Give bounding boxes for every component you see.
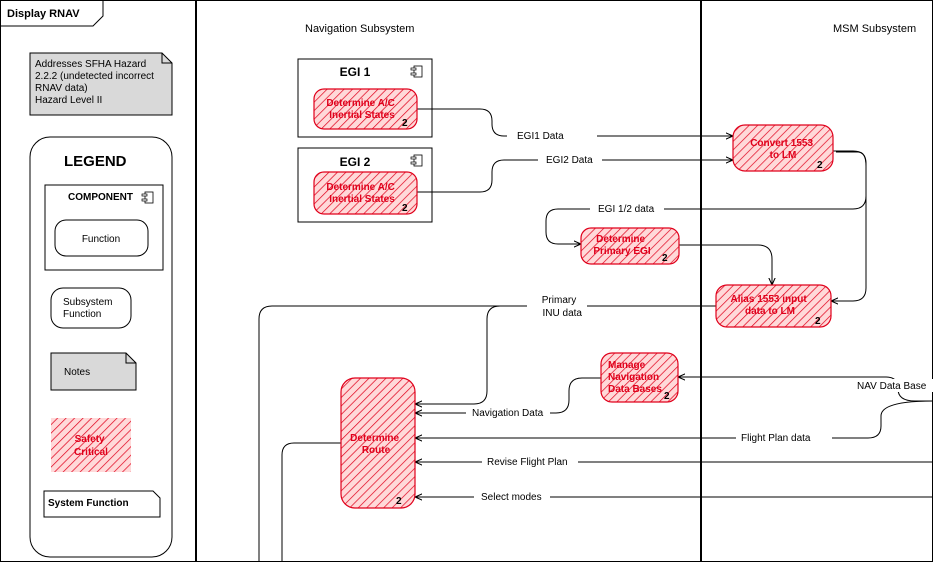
function-label: Determine A/C — [326, 182, 395, 193]
legend-safety-label: Critical — [74, 447, 108, 458]
svg-text:Determine A/C Inertial S: Determine A/C Inertial States — [326, 98, 397, 121]
legend-subsystem-label: Subsystem — [63, 297, 112, 308]
function-label: Data Bases — [608, 384, 662, 395]
legend-function-label: Function — [82, 234, 120, 245]
svg-text:Subsystem Function: Subsystem Function — [63, 297, 115, 320]
flow-primary-inu — [415, 305, 716, 404]
function-label: Alias 1553 input — [731, 294, 808, 305]
hazard-note: Addresses SFHA Hazard 2.2.2 (undetected … — [29, 52, 173, 116]
connector-labels: EGI1 Data EGI2 Data EGI 1/2 data Primary… — [466, 129, 933, 503]
function-alias-1553[interactable]: Alias 1553 input data to LM 2 — [715, 284, 832, 328]
svg-text:Determine A/C Inertial S: Determine A/C Inertial States — [326, 182, 397, 205]
function-determine-route[interactable]: Determine Route 2 — [340, 377, 416, 509]
legend: LEGEND COMPONENT Function Subsystem Func… — [29, 136, 173, 558]
legend-notes-label: Notes — [64, 367, 90, 378]
diagram-title-tab — [0, 0, 104, 27]
connectors — [258, 108, 933, 562]
function-label: Navigation — [608, 372, 659, 383]
svg-text:Convert 1553 to LM: Convert 1553 to LM — [750, 138, 816, 161]
flow-flight-plan — [415, 400, 933, 438]
flow-label-nav-data-base: NAV Data Base — [857, 381, 927, 392]
function-badge: 2 — [662, 253, 668, 264]
hazard-note-line: Hazard Level II — [35, 95, 102, 106]
svg-text:Alias 1553 input data to: Alias 1553 input data to LM — [731, 294, 810, 317]
function-badge: 2 — [396, 496, 402, 507]
hazard-note-line: RNAV data) — [35, 83, 88, 94]
function-label: Convert 1553 — [750, 138, 813, 149]
function-label: Route — [362, 445, 391, 456]
legend-function — [54, 219, 149, 257]
function-label: Determine — [596, 234, 645, 245]
flow-label-primary-inu: INU data — [543, 308, 583, 319]
function-label: to LM — [770, 150, 797, 161]
function-badge: 2 — [402, 118, 408, 129]
component-icon — [141, 191, 154, 204]
component-icon — [410, 65, 423, 78]
legend-subsystem-function — [50, 287, 132, 329]
flow-egi1-data — [417, 108, 733, 136]
function-badge: 2 — [817, 160, 823, 171]
svg-text:Safety Critical: Safety Critical — [74, 434, 108, 458]
function-label: data to LM — [745, 306, 795, 317]
flow-alias-down — [258, 305, 716, 562]
function-label: Primary EGI — [593, 246, 650, 257]
function-label: Inertial States — [329, 110, 395, 121]
function-egi2-inertial-states[interactable]: Determine A/C Inertial States 2 — [313, 171, 418, 215]
flow-label-egi2: EGI2 Data — [546, 155, 593, 166]
svg-text:Determine Primary EGI: Determine Primary EGI — [593, 234, 650, 257]
component-egi2-label: EGI 2 — [340, 155, 371, 169]
flow-label-navigation-data: Navigation Data — [472, 408, 544, 419]
hazard-note-line: 2.2.2 (undetected incorrect — [35, 71, 154, 82]
svg-text:Determine Route: Determine Route — [350, 433, 402, 456]
svg-text:Primary INU data: Primary INU data — [542, 295, 583, 319]
svg-text:Manage Navigation: Manage Navigation Data Bases — [608, 360, 662, 395]
hazard-note-line: Addresses SFHA Hazard — [35, 59, 146, 70]
legend-component-label: COMPONENT — [68, 192, 133, 203]
flow-label-revise: Revise Flight Plan — [487, 457, 568, 468]
lane-title-navigation: Navigation Subsystem — [305, 23, 414, 35]
svg-text:Addresses SFHA Hazard 2.: Addresses SFHA Hazard 2.2.2 (undetected … — [35, 59, 157, 106]
function-badge: 2 — [664, 391, 670, 402]
lane-title-msm: MSM Subsystem — [833, 23, 916, 35]
function-convert-1553[interactable]: Convert 1553 to LM 2 — [732, 124, 834, 172]
flow-egi2-data — [417, 160, 733, 193]
function-label: Manage — [608, 360, 646, 371]
flow-label-primary-inu: Primary — [542, 295, 576, 306]
flow-primary-egi-to-alias — [679, 244, 772, 285]
function-egi1-inertial-states[interactable]: Determine A/C Inertial States 2 — [313, 88, 418, 130]
function-label: Inertial States — [329, 194, 395, 205]
function-badge: 2 — [815, 316, 821, 327]
flow-label-egi1: EGI1 Data — [517, 131, 564, 142]
flow-route-down — [281, 442, 341, 562]
function-determine-primary-egi[interactable]: Determine Primary EGI 2 — [580, 227, 680, 265]
function-manage-nav-databases[interactable]: Manage Navigation Data Bases 2 — [600, 352, 679, 403]
legend-subsystem-label: Function — [63, 309, 101, 320]
function-label: Determine A/C — [326, 98, 395, 109]
flow-label-select-modes: Select modes — [481, 492, 542, 503]
legend-safety-critical — [51, 418, 131, 472]
component-egi1-label: EGI 1 — [340, 65, 371, 79]
legend-title: LEGEND — [64, 153, 127, 170]
function-badge: 2 — [402, 203, 408, 214]
flow-navigation-data — [415, 377, 604, 413]
legend-system-function-label: System Function — [48, 498, 129, 509]
flow-label-egi12: EGI 1/2 data — [598, 204, 655, 215]
component-icon — [410, 154, 423, 167]
diagram-title: Display RNAV — [7, 8, 80, 20]
legend-notes — [50, 352, 137, 391]
flow-label-flight-plan: Flight Plan data — [741, 433, 811, 444]
legend-system-function — [43, 490, 161, 518]
legend-safety-label: Safety — [75, 434, 105, 445]
function-label: Determine — [350, 433, 399, 444]
flow-convert-to-alias — [831, 151, 867, 301]
